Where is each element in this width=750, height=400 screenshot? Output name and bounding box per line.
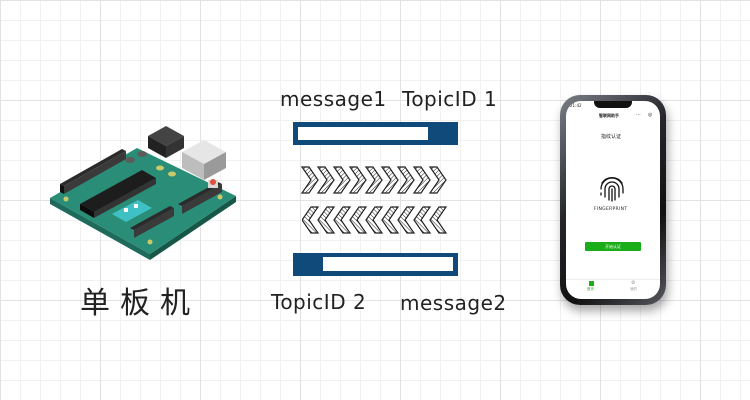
phone-notch xyxy=(594,101,632,108)
arrows-left xyxy=(301,206,450,234)
start-auth-button[interactable]: 开始认证 xyxy=(585,242,641,251)
status-time: 21:42 xyxy=(570,103,582,108)
label-message2: message2 xyxy=(400,291,507,315)
tab-profile-icon[interactable]: ⚙ xyxy=(631,280,636,286)
progress-bar-top xyxy=(293,122,458,145)
label-topic2: TopicID 2 xyxy=(271,290,367,314)
more-icon[interactable]: ··· xyxy=(636,112,641,118)
progress-bar-bottom-fill xyxy=(323,257,453,271)
app-title: 智联网助手 xyxy=(599,113,619,118)
fingerprint-icon xyxy=(597,173,627,203)
phone-mockup: 21:42 智联网助手 ··· ◎ 指纹认证 FINGERPRINT 开始认证 … xyxy=(560,95,666,305)
label-topic1: TopicID 1 xyxy=(402,87,498,111)
tab-profile[interactable]: 我的 xyxy=(630,287,637,291)
board-label: 单板机 xyxy=(80,286,200,321)
chevrons-right-icon xyxy=(301,166,447,194)
single-board-computer xyxy=(42,118,242,268)
progress-bar-bottom xyxy=(293,253,458,276)
arrows-right xyxy=(300,166,448,194)
tab-home[interactable]: 首页 xyxy=(587,287,594,291)
tabbar xyxy=(566,279,660,299)
close-circle-icon[interactable]: ◎ xyxy=(648,112,653,118)
phone-screen: 21:42 智联网助手 ··· ◎ 指纹认证 FINGERPRINT 开始认证 … xyxy=(566,101,660,299)
progress-bar-top-fill xyxy=(298,127,428,140)
tab-home-icon[interactable] xyxy=(589,281,594,286)
page-title: 指纹认证 xyxy=(601,134,622,140)
fingerprint-text: FINGERPRINT xyxy=(594,207,628,212)
chevrons-left-icon xyxy=(301,206,447,234)
label-message1: message1 xyxy=(280,87,387,111)
board-illustration-icon xyxy=(50,126,236,260)
